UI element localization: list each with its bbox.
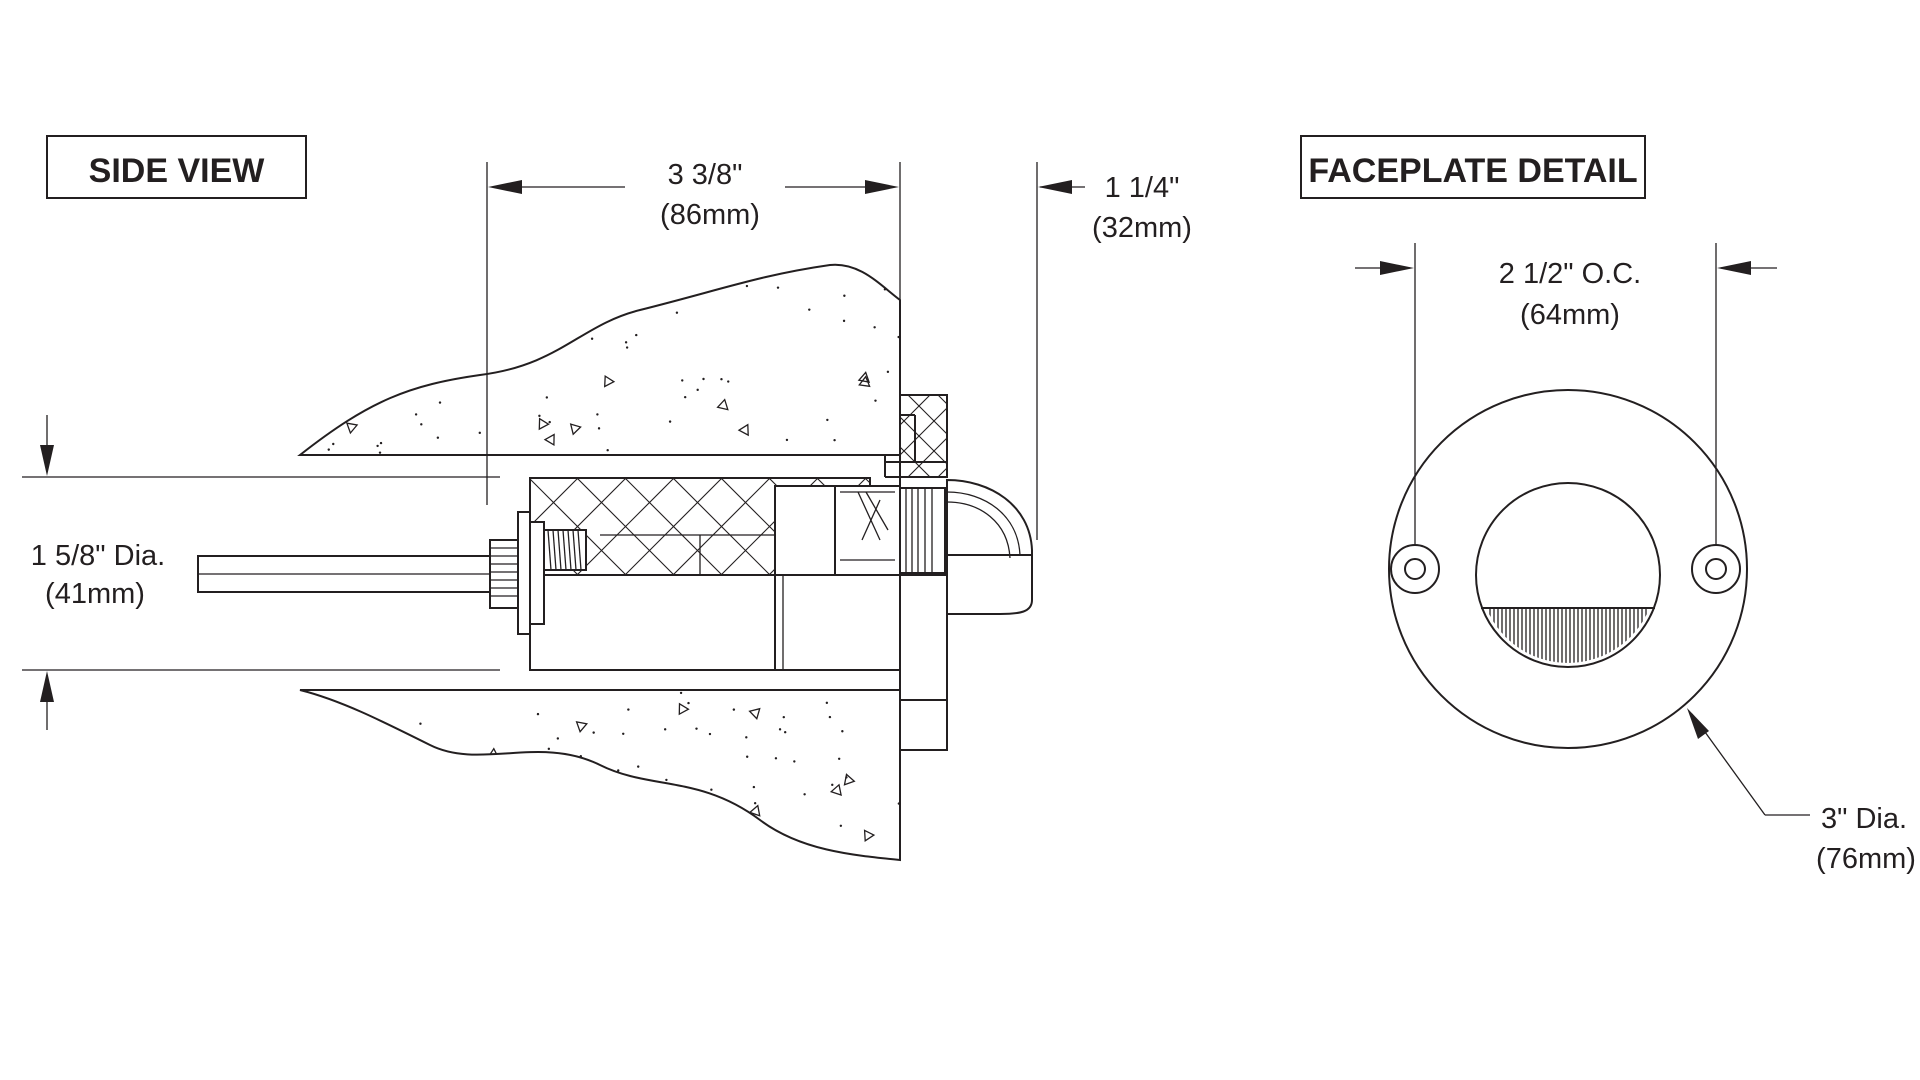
faceplate-outer-circle xyxy=(1388,389,1748,749)
dimension-projection: 1 1/4" (32mm) xyxy=(1036,162,1192,540)
dimension-screw-spacing-imperial: 2 1/2" O.C. xyxy=(1499,258,1641,290)
threaded-fitting xyxy=(489,511,587,635)
dimension-faceplate-diameter-imperial: 3" Dia. xyxy=(1821,803,1907,835)
dimension-projection-imperial: 1 1/4" xyxy=(1105,172,1180,204)
dimension-depth-imperial: 3 3/8" xyxy=(668,159,743,191)
dimension-faceplate-diameter-metric: (76mm) xyxy=(1816,843,1916,875)
side-view-title: SIDE VIEW xyxy=(89,152,266,190)
dimension-sleeve-diameter-metric: (41mm) xyxy=(45,578,145,610)
dimension-projection-metric: (32mm) xyxy=(1092,212,1192,244)
mounting-frame xyxy=(884,394,948,478)
dimension-sleeve-diameter: 1 5/8" Dia. (41mm) xyxy=(22,415,500,730)
dimension-screw-spacing: 2 1/2" O.C. (64mm) xyxy=(1355,243,1777,545)
lens-opening xyxy=(1475,482,1661,668)
screw-hole-right-icon xyxy=(1691,544,1741,594)
conduit-pipe xyxy=(197,555,491,593)
dimension-faceplate-diameter: 3" Dia. (76mm) xyxy=(1687,708,1916,875)
wall-concrete-bottom xyxy=(299,689,901,862)
faceplate-side xyxy=(899,478,1033,751)
fixture-housing xyxy=(529,485,946,671)
dimension-depth-metric: (86mm) xyxy=(660,199,760,231)
dimension-screw-spacing-metric: (64mm) xyxy=(1520,299,1620,331)
dimension-sleeve-diameter-imperial: 1 5/8" Dia. xyxy=(31,540,165,572)
side-view: SIDE VIEW xyxy=(22,135,1192,862)
side-view-title-box xyxy=(46,135,307,199)
dimension-depth: 3 3/8" (86mm) xyxy=(486,159,901,505)
wall-concrete-top xyxy=(297,263,901,456)
faceplate-detail-title: FACEPLATE DETAIL xyxy=(1308,152,1637,190)
faceplate-detail-title-box xyxy=(1300,135,1646,199)
faceplate-detail: FACEPLATE DETAIL 2 1/2" O.C. (64m xyxy=(1300,135,1916,875)
screw-hole-left-icon xyxy=(1390,544,1440,594)
